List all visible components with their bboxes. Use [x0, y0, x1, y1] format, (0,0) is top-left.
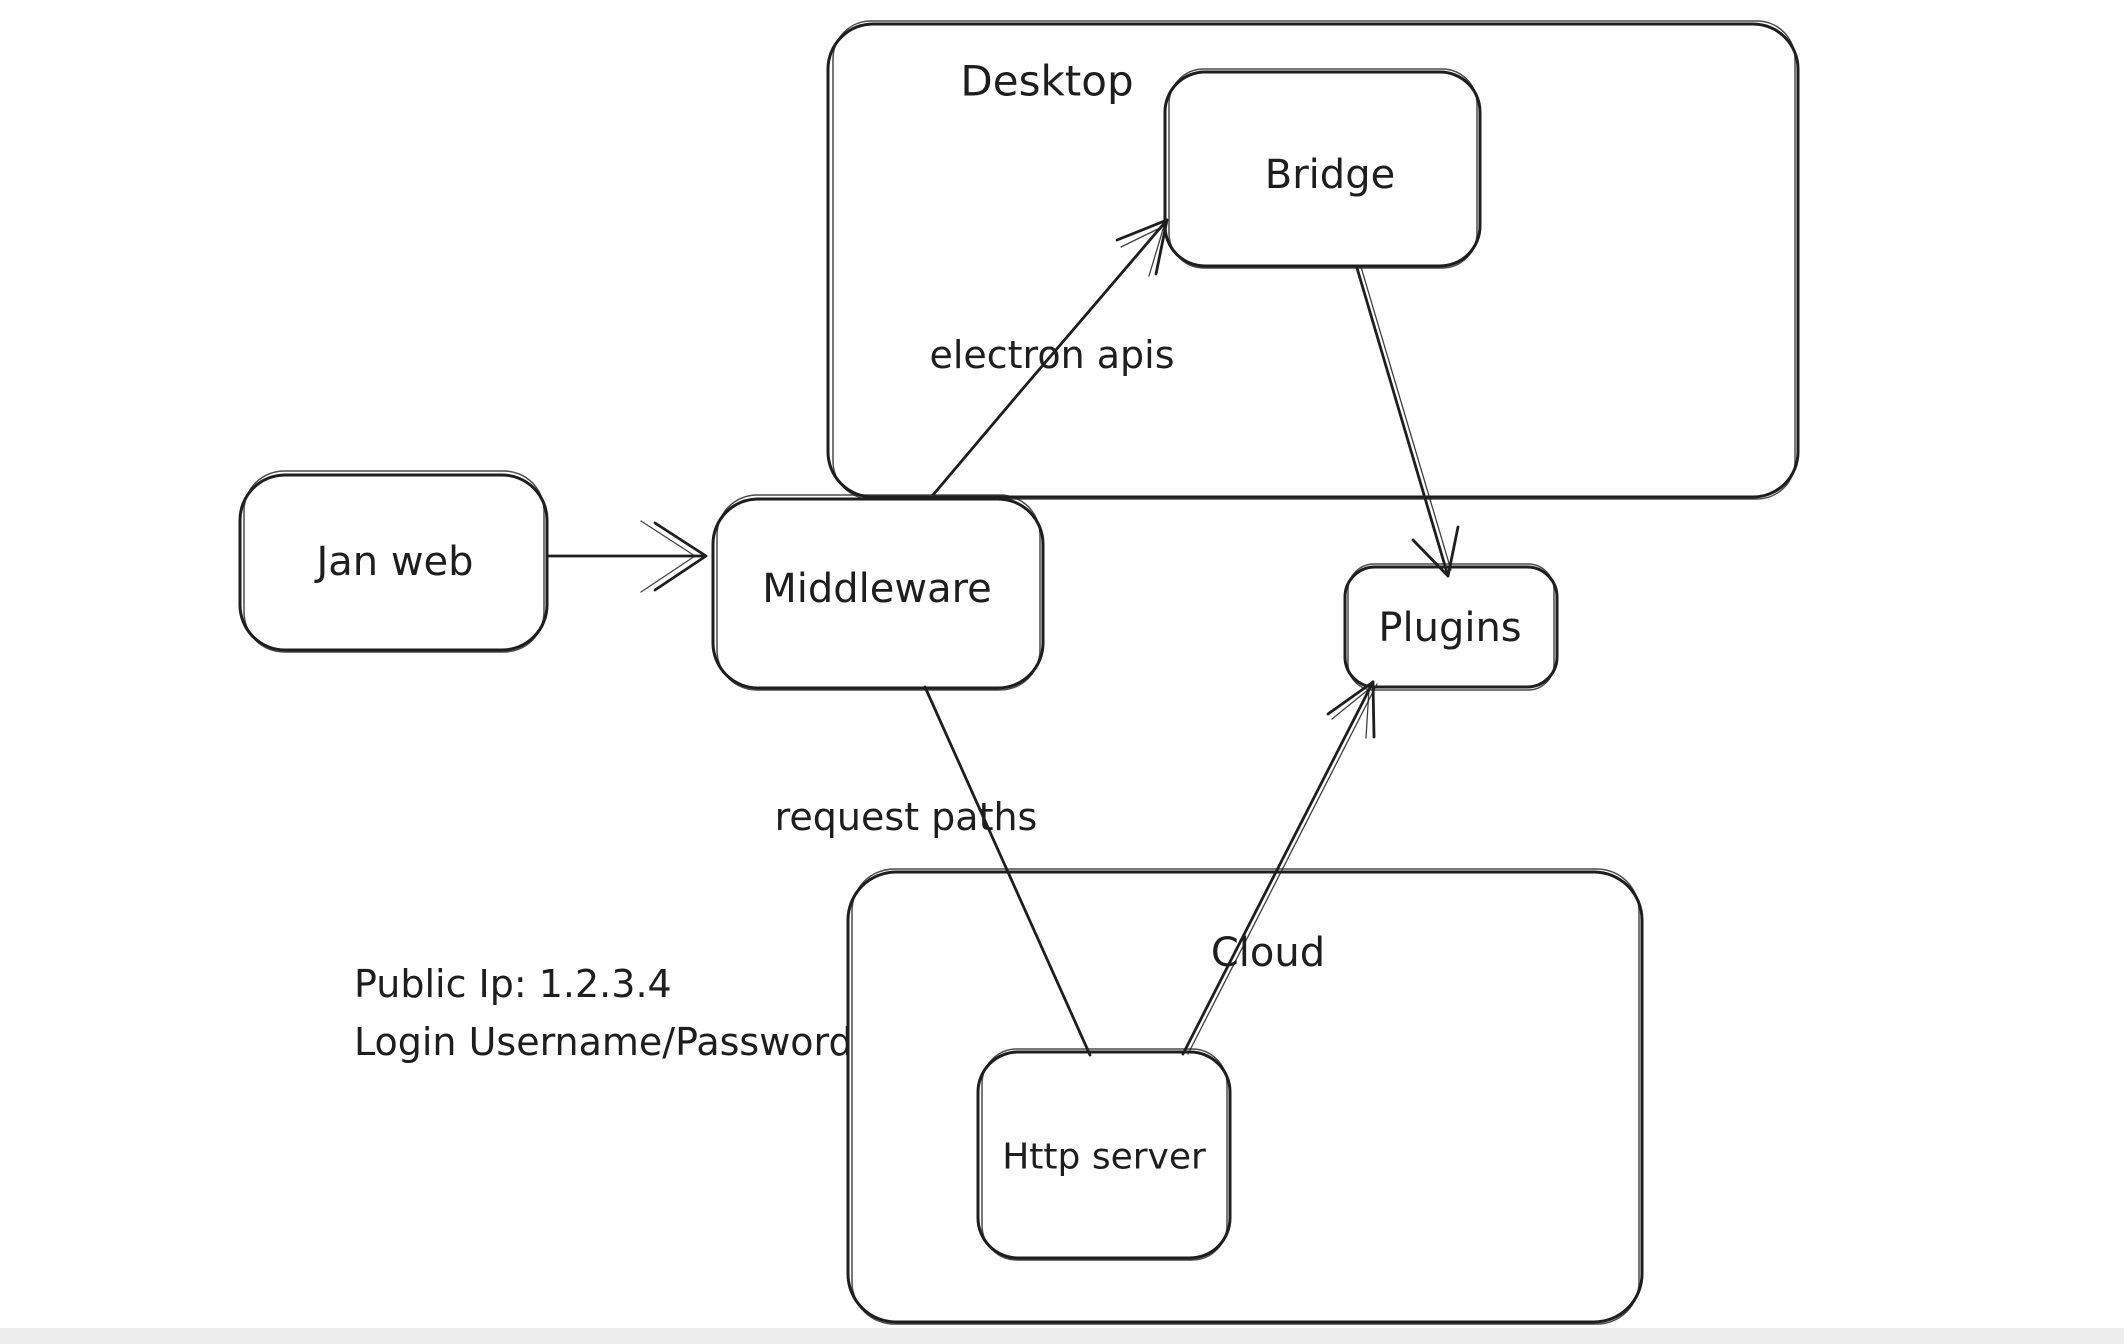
edge-middleware-to-http-server[interactable]: request paths: [775, 685, 1092, 1057]
bridge-box: [1163, 70, 1482, 268]
edge-bridge-to-plugins[interactable]: [1355, 266, 1460, 578]
window-bottom-edge: [0, 1328, 2124, 1344]
node-middleware[interactable]: Middleware: [711, 494, 1045, 691]
edge-label-electron-apis: electron apis: [929, 333, 1174, 377]
bridge-box-sketch: [1168, 68, 1478, 269]
jan-web-box: [238, 473, 549, 652]
cloud-box: [846, 870, 1644, 1324]
edge-jan-web-to-middleware[interactable]: [547, 520, 708, 593]
edge-bridge-to-plugins-line-sketch: [1360, 266, 1452, 571]
edge-http-server-to-plugins-line: [1181, 680, 1375, 1056]
edge-bridge-to-plugins-arrowhead: [1411, 525, 1460, 578]
node-http-server[interactable]: Http server: [976, 1048, 1232, 1261]
desktop-box: [826, 22, 1800, 499]
annotation-line1: Public Ip: 1.2.3.4: [354, 962, 672, 1006]
edge-middleware-to-http-server-line: [923, 685, 1092, 1057]
edge-middleware-to-bridge-line: [931, 218, 1169, 497]
annotation-credentials[interactable]: Public Ip: 1.2.3.4 Login Username/Passwo…: [354, 962, 853, 1064]
edge-http-server-to-plugins[interactable]: [1181, 680, 1378, 1056]
annotation-line2: Login Username/Password: [354, 1020, 853, 1064]
middleware-box-sketch: [716, 494, 1041, 691]
edge-jan-web-to-middleware-arrowhead: [653, 521, 708, 592]
cloud-box-sketch: [851, 868, 1640, 1325]
edge-middleware-to-bridge[interactable]: electron apis: [929, 218, 1175, 497]
jan-web-label: Jan web: [313, 539, 473, 585]
edge-middleware-to-bridge-arrowhead-sketch: [1120, 225, 1165, 277]
edge-http-server-to-plugins-line-sketch: [1187, 683, 1378, 1055]
bridge-label: Bridge: [1265, 152, 1395, 198]
edge-bridge-to-plugins-line: [1355, 266, 1450, 578]
node-jan-web[interactable]: Jan web: [238, 470, 549, 653]
middleware-label: Middleware: [762, 566, 992, 612]
http-server-box: [976, 1050, 1232, 1260]
edge-http-server-to-plugins-arrowhead: [1326, 680, 1376, 739]
desktop-label: Desktop: [960, 57, 1133, 106]
edge-label-request-paths: request paths: [775, 795, 1038, 839]
cloud-label: Cloud: [1211, 930, 1325, 976]
node-plugins[interactable]: Plugins: [1343, 563, 1559, 691]
container-cloud[interactable]: Cloud: [846, 868, 1644, 1325]
plugins-label: Plugins: [1378, 605, 1521, 651]
http-server-box-sketch: [981, 1048, 1228, 1261]
http-server-label: Http server: [1002, 1137, 1206, 1178]
container-desktop[interactable]: Desktop: [826, 20, 1800, 500]
jan-web-box-sketch: [243, 470, 545, 653]
edge-jan-web-to-middleware-arrowhead-sketch: [640, 520, 696, 593]
middleware-box: [711, 497, 1045, 690]
edge-http-server-to-plugins-arrowhead-sketch: [1331, 688, 1370, 739]
edge-middleware-to-bridge-arrowhead: [1115, 218, 1169, 276]
desktop-box-sketch: [832, 20, 1796, 500]
node-bridge[interactable]: Bridge: [1163, 68, 1482, 269]
